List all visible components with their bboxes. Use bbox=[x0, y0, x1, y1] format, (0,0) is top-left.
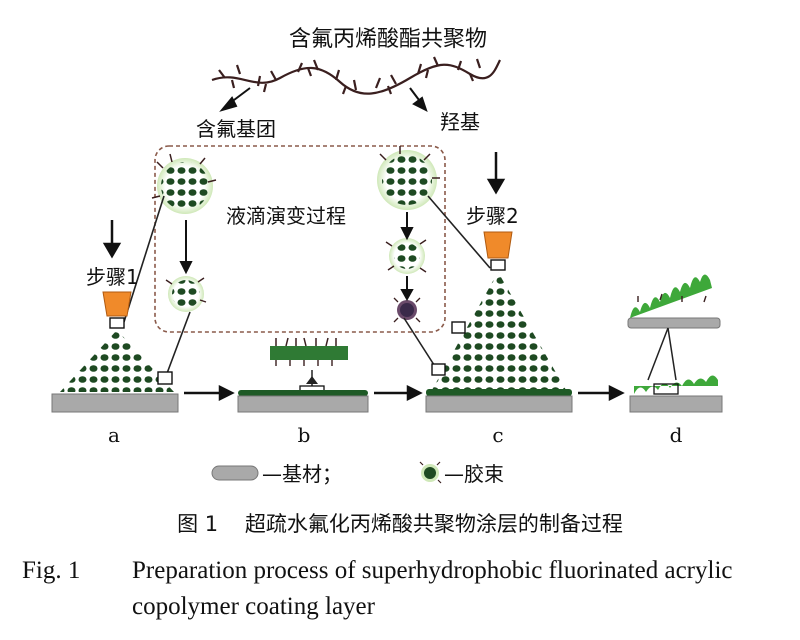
droplet-evolution-label: 液滴演变过程 bbox=[226, 204, 346, 228]
spray-cone-c bbox=[432, 272, 566, 390]
caption-chinese: 图 1 超疏水氟化丙烯酸共聚物涂层的制备过程 bbox=[0, 508, 800, 538]
fluoro-group-label: 含氟基团 bbox=[196, 117, 276, 141]
substrate-a bbox=[51, 393, 179, 413]
legend-micelle-label: —胶束 bbox=[444, 462, 504, 486]
polymer-chain bbox=[211, 56, 501, 95]
micelle-small-right bbox=[393, 297, 421, 323]
panel-a-label: a bbox=[108, 423, 120, 447]
caption-english: Fig. 1 Preparation process of superhydrop… bbox=[22, 553, 792, 625]
spray-highlight-a bbox=[157, 371, 173, 385]
panel-c-label: c bbox=[492, 423, 503, 447]
micelle-large-left bbox=[151, 153, 217, 214]
leader-lines bbox=[123, 195, 491, 377]
nozzle-right bbox=[483, 231, 513, 271]
zoom-b bbox=[270, 337, 348, 386]
micelle-large-right bbox=[377, 146, 440, 210]
step2-label: 步骤2 bbox=[466, 204, 519, 228]
micelle-medium-right bbox=[385, 238, 427, 274]
nozzle-left bbox=[102, 291, 132, 329]
hydroxyl-label: 羟基 bbox=[440, 110, 480, 134]
step1-label: 步骤1 bbox=[86, 265, 139, 289]
coating-layer-c bbox=[426, 389, 572, 396]
coating-layer-b bbox=[238, 390, 368, 396]
copolymer-title: 含氟丙烯酸酯共聚物 bbox=[289, 27, 487, 52]
spray-highlight-c2 bbox=[431, 363, 446, 376]
step2-arrow bbox=[486, 152, 506, 195]
spray-highlight-c1 bbox=[451, 321, 466, 334]
caption-en-line1: Preparation process of superhydrophobic … bbox=[132, 557, 733, 584]
droplet-evolution-box bbox=[154, 145, 446, 333]
highlight-d bbox=[653, 383, 679, 395]
substrate-b bbox=[237, 395, 369, 413]
legend-substrate-label: —基材； bbox=[262, 462, 342, 486]
spray-cone-a bbox=[60, 330, 174, 392]
chain-arrows bbox=[219, 87, 428, 112]
caption-cn-number: 图 1 bbox=[177, 512, 219, 536]
box-arrows bbox=[179, 212, 414, 302]
panel-d-label: d bbox=[670, 423, 683, 447]
legend-substrate-swatch bbox=[211, 465, 259, 481]
caption-cn-text: 超疏水氟化丙烯酸共聚物涂层的制备过程 bbox=[244, 512, 623, 536]
panel-b-label: b bbox=[298, 423, 311, 447]
process-arrows bbox=[184, 384, 625, 402]
caption-en-line2: copolymer coating layer bbox=[132, 593, 375, 620]
micelle-medium-left bbox=[165, 276, 207, 312]
legend-micelle-icon bbox=[419, 461, 442, 484]
caption-en-number: Fig. 1 bbox=[22, 557, 81, 584]
step1-arrow bbox=[102, 220, 122, 259]
zoom-d bbox=[627, 274, 721, 381]
substrate-d bbox=[629, 395, 723, 413]
coating-layer-d bbox=[634, 375, 718, 394]
substrate-c bbox=[425, 395, 573, 413]
